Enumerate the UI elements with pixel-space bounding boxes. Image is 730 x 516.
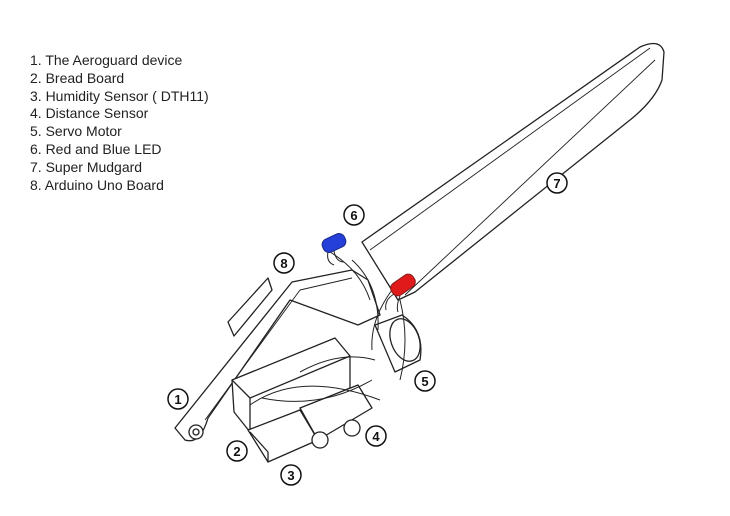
callout-number: 3 bbox=[287, 468, 294, 483]
callout-circle bbox=[273, 252, 295, 274]
callout-circle bbox=[546, 172, 568, 194]
legend-item: 4. Distance Sensor bbox=[30, 105, 149, 122]
pivot-screw bbox=[192, 428, 200, 436]
callout-7: 7 bbox=[546, 172, 568, 194]
legend-item: 6. Red and Blue LED bbox=[30, 140, 162, 157]
legend-item: 3. Humidity Sensor ( DTH11) bbox=[30, 87, 209, 104]
distance-sensor-eye bbox=[343, 419, 361, 437]
callout-circle bbox=[343, 204, 365, 226]
callout-number: 2 bbox=[233, 444, 240, 459]
legend-item: 7. Super Mudgard bbox=[30, 158, 143, 175]
callout-2: 2 bbox=[226, 440, 248, 462]
callout-circle bbox=[365, 425, 387, 447]
legend-item: 8. Arduino Uno Board bbox=[30, 176, 164, 193]
callout-8: 8 bbox=[273, 252, 295, 274]
callout-circle bbox=[167, 388, 189, 410]
super-mudguard bbox=[361, 42, 665, 301]
legend-item: 2. Bread Board bbox=[30, 69, 125, 86]
blue-led-leads bbox=[327, 250, 345, 266]
mudguard-edge-line bbox=[369, 47, 651, 251]
distance-sensor-eye bbox=[311, 431, 329, 449]
blue-led-body bbox=[321, 233, 347, 253]
red-led-leads bbox=[385, 293, 401, 313]
legend-item: 1. The Aeroguard device bbox=[30, 52, 183, 68]
callout-circle bbox=[414, 370, 436, 392]
humidity-sensor-edge bbox=[249, 431, 269, 462]
arduino-board bbox=[227, 277, 273, 337]
callout-1: 1 bbox=[167, 388, 189, 410]
callout-number: 4 bbox=[372, 429, 380, 444]
callout-number: 7 bbox=[553, 176, 560, 191]
callout-circle bbox=[226, 440, 248, 462]
callout-3: 3 bbox=[280, 464, 302, 486]
callout-6: 6 bbox=[343, 204, 365, 226]
blue-led bbox=[321, 233, 347, 266]
wires bbox=[249, 251, 406, 406]
callout-5: 5 bbox=[414, 370, 436, 392]
callout-number: 1 bbox=[174, 392, 181, 407]
bread-board-edge bbox=[231, 355, 351, 432]
red-led-body bbox=[390, 273, 416, 297]
component-legend: 1. The Aeroguard device 2. Bread Board 3… bbox=[30, 52, 209, 194]
device-arm-line bbox=[204, 277, 353, 421]
red-led bbox=[385, 273, 416, 313]
callout-circle bbox=[280, 464, 302, 486]
distance-sensor bbox=[299, 384, 373, 441]
callout-number: 6 bbox=[350, 208, 357, 223]
callout-4: 4 bbox=[365, 425, 387, 447]
mudguard-edge-line bbox=[404, 59, 656, 296]
legend-item: 5. Servo Motor bbox=[30, 123, 122, 140]
callout-number: 5 bbox=[421, 374, 428, 389]
callout-number: 8 bbox=[280, 256, 287, 271]
